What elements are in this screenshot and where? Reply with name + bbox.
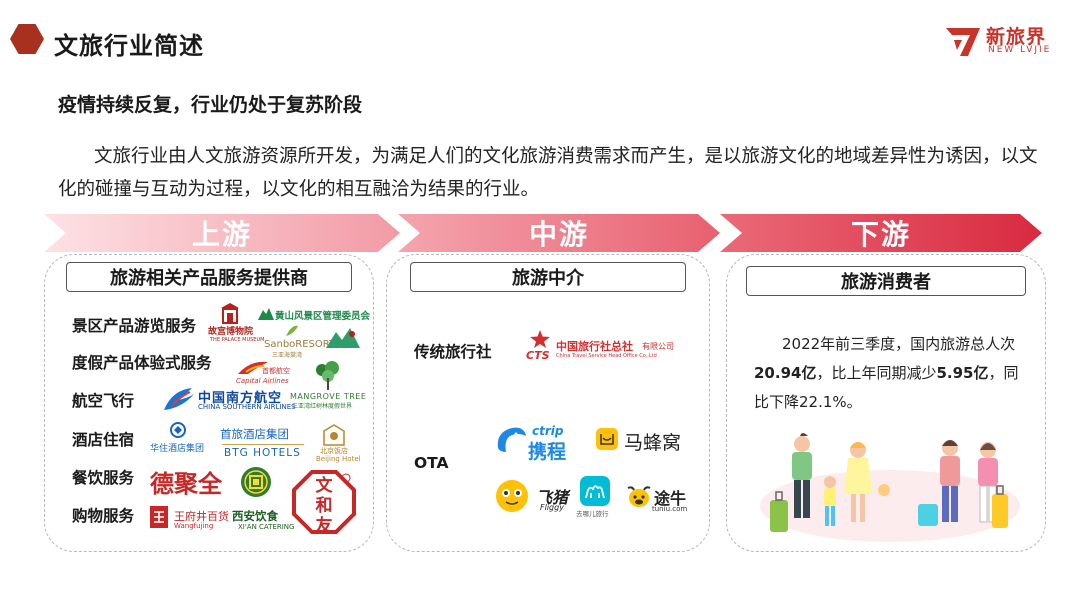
- category-catering: 餐饮服务: [72, 469, 135, 487]
- stat-prefix: 2022年前三季度，国内旅游总人次: [782, 335, 1016, 353]
- ctrip-dolphin-icon: [497, 427, 526, 452]
- traditional-agency-label: 传统旅行社: [414, 343, 492, 361]
- stage-upstream: 上游: [44, 214, 400, 252]
- china-southern-logo: 中国南方航空: [198, 391, 283, 406]
- category-airline: 航空飞行: [72, 392, 135, 410]
- huazhu-logo: 华住酒店集团: [150, 444, 205, 454]
- btg-cn: 首旅酒店集团: [220, 427, 289, 441]
- category-scenic: 景区产品游览服务: [72, 317, 197, 335]
- wangfujing-cn: 王府井百货: [174, 510, 229, 523]
- stat-middle: ，比上年同期减少: [816, 364, 937, 382]
- palace-museum-logo: 故宫博物院: [208, 327, 254, 337]
- beijing-hotel-en: Beijing Hotel: [316, 455, 361, 463]
- category-shopping: 购物服务: [72, 507, 135, 525]
- fliggy-icon: [496, 480, 528, 512]
- tuniu-en: tuniu.com: [652, 505, 688, 513]
- capital-airlines-en: Capital Airlines: [236, 377, 289, 385]
- travelers-illustration-icon: [760, 433, 1020, 542]
- qunar-camel-icon: [580, 476, 610, 506]
- tuniu-cn: 途牛: [654, 489, 687, 508]
- page-title: 文旅行业简述: [54, 32, 204, 60]
- sanbo-cn: 三亚海棠湾: [272, 352, 303, 359]
- capital-airlines-icon: [238, 361, 268, 374]
- cts-logo: CTS: [526, 349, 550, 362]
- upstream-panel: [44, 254, 374, 552]
- ctrip-cn: 携程: [528, 441, 567, 463]
- sanbo-leaf-icon: [286, 325, 298, 336]
- downstream-panel: [726, 254, 1046, 552]
- palace-museum-icon: [221, 303, 239, 324]
- china-southern-en: CHINA SOUTHERN AIRLINES: [198, 403, 296, 411]
- upstream-heading: 旅游相关产品服务提供商: [66, 262, 352, 292]
- xian-catering-cn: 西安饮食: [232, 509, 278, 523]
- beijing-hotel-icon: [323, 424, 345, 446]
- ctrip-en: ctrip: [532, 424, 564, 438]
- intro-paragraph: 文旅行业由人文旅游资源所开发，为满足人们的文化旅游消费需求而产生，是以旅游文化的…: [58, 146, 1038, 200]
- mangrove-logo: MANGROVE TREE: [290, 392, 367, 401]
- mafengwo-icon: [596, 428, 618, 450]
- wenheyou-badge-icon: [292, 470, 356, 534]
- mountain-resort-icon: [326, 328, 360, 348]
- palace-museum-en: THE PALACE MUSEUM: [210, 337, 265, 343]
- huangshan-icon: [258, 308, 274, 320]
- capital-airlines-cn: 首都航空: [262, 367, 290, 375]
- huazhu-icon: [170, 422, 186, 438]
- fliggy-en: Fliggy: [540, 503, 564, 512]
- wangfujing-icon: [150, 506, 168, 528]
- btg-en: BTG HOTELS: [224, 447, 301, 459]
- downstream-heading: 旅游消费者: [746, 266, 1026, 296]
- btg-divider: [222, 444, 304, 445]
- wenheyou-logo: 文和友: [315, 476, 333, 536]
- mangrove-cn: 三亚湾红树林度假世界: [292, 403, 353, 410]
- cts-en: China Travel Service Head Office Co.,Ltd: [556, 353, 657, 359]
- xian-catering-en: XI'AN CATERING: [238, 523, 295, 531]
- tourism-statistic: 2022年前三季度，国内旅游总人次 20.94亿，比上年同期减少5.95亿，同比下…: [754, 330, 1024, 417]
- logo-text: 新旅界: [986, 26, 1047, 48]
- stat-total: 20.94亿: [754, 364, 817, 382]
- stat-suffix: ，同比下降22.1%。: [754, 364, 1019, 411]
- tuniu-icon: [627, 486, 651, 507]
- dejuquan-logo: 德聚全: [150, 469, 222, 498]
- midstream-panel: [386, 254, 710, 552]
- cts-cn: 中国旅行社总社: [556, 340, 633, 353]
- ota-label: OTA: [414, 454, 449, 472]
- cts-star-icon: [530, 330, 550, 348]
- sanbo-logo: SanboRESORT: [264, 339, 336, 350]
- stat-decrease: 5.95亿: [936, 364, 989, 382]
- china-southern-icon: [164, 388, 194, 410]
- cts-suffix: 有限公司: [642, 342, 674, 351]
- beijing-hotel-cn: 北京饭店: [320, 447, 348, 455]
- stage-midstream: 中游: [398, 214, 720, 252]
- fliggy-cn: 飞猪: [536, 488, 569, 507]
- xian-catering-icon: [241, 467, 271, 497]
- category-resort: 度假产品体验式服务: [72, 354, 212, 372]
- logo-mark-icon: [946, 28, 980, 56]
- huangshan-logo: 黄山风景区管理委员会: [275, 311, 371, 322]
- wangfujing-en: Wangfujing: [174, 522, 214, 530]
- qunar-label: 去哪儿旅行: [576, 510, 609, 518]
- logo-subtext: NEW LVJIE: [988, 45, 1052, 55]
- stage-downstream: 下游: [720, 214, 1042, 252]
- section-subtitle: 疫情持续反复，行业仍处于复苏阶段: [58, 94, 363, 116]
- midstream-heading: 旅游中介: [410, 262, 686, 292]
- title-hexagon-icon: [10, 24, 44, 54]
- mangrove-tree-icon: [316, 361, 339, 390]
- mafengwo-logo: 马蜂窝: [624, 432, 682, 454]
- category-hotel: 酒店住宿: [72, 431, 135, 449]
